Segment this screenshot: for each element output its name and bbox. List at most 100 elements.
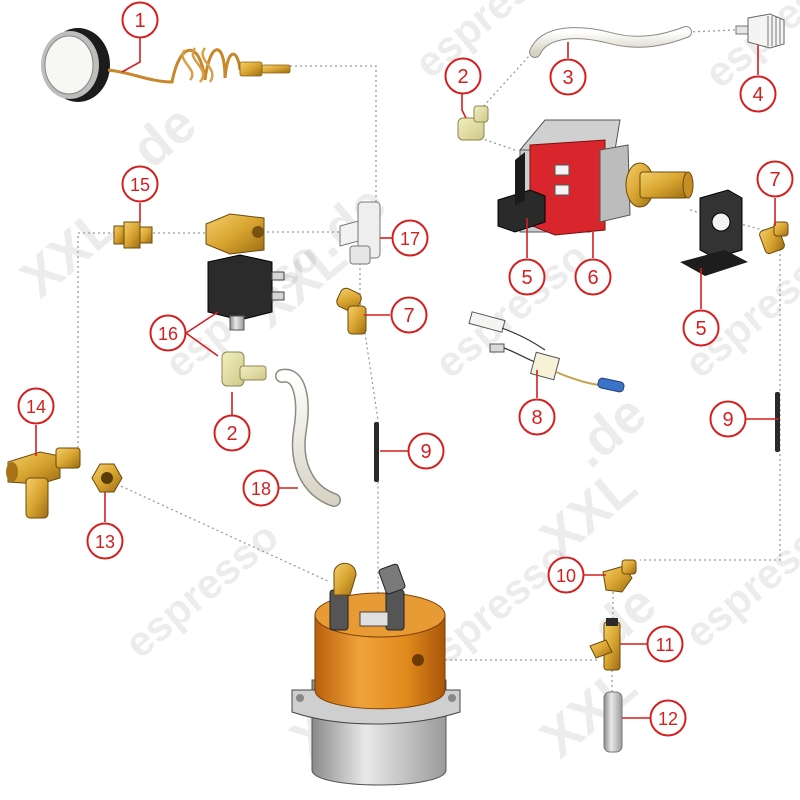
callout-circle — [86, 522, 124, 560]
filter-ribs — [767, 16, 781, 46]
watermark-text: .de — [559, 383, 657, 479]
sensor-probe — [597, 377, 625, 393]
boiler-shell — [314, 614, 446, 710]
callout-circle — [574, 258, 612, 296]
callout-number: 2 — [457, 66, 468, 88]
callout-p5b: 5 — [682, 309, 720, 347]
callout-circle — [508, 258, 546, 296]
callout-circle — [242, 469, 280, 507]
o-ring-center-part — [374, 422, 379, 482]
valve-terminal — [271, 291, 285, 301]
capillary-coil — [107, 48, 242, 84]
callout-number: 4 — [752, 84, 763, 106]
callout-circle — [390, 296, 428, 334]
tee-branch — [589, 639, 613, 659]
callout-circle — [756, 160, 794, 198]
callout-p9a: 9 — [407, 432, 445, 470]
callout-number: 10 — [556, 566, 576, 586]
o-ring-right-part — [775, 392, 780, 452]
callout-number: 5 — [521, 267, 532, 289]
boiler-connector — [378, 563, 406, 595]
callout-p1: 1 — [121, 1, 159, 39]
sensor-lead — [555, 371, 601, 386]
elbow-connector-bottom-part — [221, 351, 267, 387]
gauge-dial — [44, 35, 94, 95]
callout-number: 3 — [562, 67, 573, 89]
filter-head — [747, 13, 785, 49]
callout-p3: 3 — [549, 58, 587, 96]
callout-number: 9 — [722, 409, 733, 431]
pump-side — [599, 144, 631, 223]
callout-p2b: 2 — [213, 414, 251, 452]
watermark-text: espresso — [116, 512, 288, 667]
pump-bracket-left-part — [497, 152, 546, 233]
callout-p4: 4 — [739, 75, 777, 113]
hose-part-3 — [529, 26, 692, 58]
callout-circle — [518, 398, 556, 436]
solenoid-valve-part — [205, 213, 285, 331]
brass-tee-lower-part — [589, 618, 621, 671]
hose-body — [276, 370, 340, 506]
brass-angle-fitting-part — [602, 559, 637, 593]
plastic-tee-part — [339, 201, 381, 265]
callout-circle — [213, 414, 251, 452]
line-17-to-boiler — [359, 258, 379, 600]
callout-p18: 18 — [242, 469, 280, 507]
callout-p17: 17 — [391, 219, 429, 257]
tee-branch — [55, 447, 81, 469]
gauge-fitting — [239, 61, 263, 77]
bracket-hole — [711, 212, 731, 232]
watermark-text: espresso — [676, 502, 800, 657]
callout-circle — [646, 625, 684, 663]
line-2-to-3 — [479, 54, 531, 111]
callout-number: 7 — [769, 169, 780, 191]
pump-outlet — [639, 171, 689, 199]
sensor-cable-part — [468, 311, 625, 393]
callout-p11: 11 — [646, 625, 684, 663]
bracket-arm — [515, 152, 525, 206]
callout-number: 15 — [130, 175, 150, 195]
valve-terminal — [271, 271, 285, 281]
pressure-gauge-part — [41, 28, 291, 102]
valve-coil — [207, 254, 273, 321]
callout-p7b: 7 — [756, 160, 794, 198]
tee-leg — [349, 245, 371, 265]
pump-bracket-right-part — [680, 189, 748, 276]
callout-number: 5 — [695, 318, 706, 340]
pump-terminal — [554, 164, 570, 176]
elbow-body — [457, 117, 485, 141]
tee-leg — [25, 477, 49, 519]
callout-number: 9 — [420, 441, 431, 463]
callout-circle — [709, 400, 747, 438]
callout-p8: 8 — [518, 398, 556, 436]
line-15-to-14 — [77, 232, 205, 450]
watermark-text: espresso — [426, 232, 598, 387]
elbow-arm — [347, 305, 367, 335]
sensor-plug — [468, 311, 506, 333]
elbow-spout — [239, 365, 267, 381]
callout-circle — [121, 1, 159, 39]
watermark-text: XXL — [9, 196, 128, 309]
hex-nut-part — [91, 463, 123, 493]
line-7-to-9-to-10 — [640, 244, 781, 561]
callout-p13: 13 — [86, 522, 124, 560]
callout-number: 16 — [158, 324, 178, 344]
watermark-text: XXL — [529, 656, 648, 769]
nipple-hex — [123, 221, 141, 249]
callout-p5a: 5 — [508, 258, 546, 296]
callout-circle — [739, 75, 777, 113]
gauge-line — [290, 65, 377, 212]
watermark-text: .de — [109, 93, 207, 189]
callout-p15: 15 — [121, 165, 159, 203]
tee-body — [7, 451, 61, 485]
boiler-elbow — [333, 562, 357, 596]
callout-circle — [444, 57, 482, 95]
callout-number: 13 — [95, 532, 115, 552]
line-2-to-pump — [479, 137, 516, 151]
elbow-spout — [473, 105, 489, 123]
callout-circle — [407, 432, 445, 470]
bracket-foot — [680, 250, 748, 276]
elbow-connector-top-part — [457, 105, 489, 141]
callout-circle — [17, 387, 55, 425]
bracket-body — [497, 189, 546, 233]
